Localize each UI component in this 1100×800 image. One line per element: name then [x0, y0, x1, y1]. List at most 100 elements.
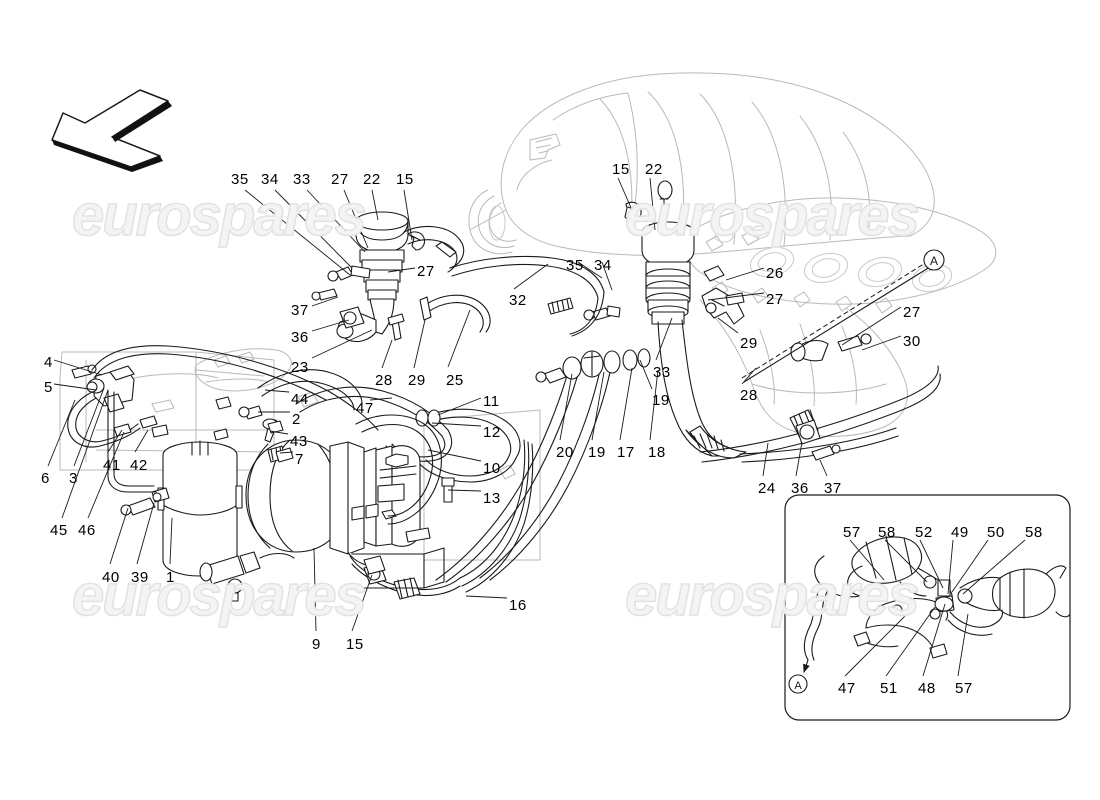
leader-line-32 — [513, 263, 549, 290]
callout-number-35: 35 — [231, 171, 249, 188]
leader-line-47 — [844, 607, 914, 677]
leader-line-16 — [465, 595, 508, 599]
callout-number-10: 10 — [483, 460, 501, 477]
leader-line-40 — [109, 507, 129, 565]
callout-number-26: 26 — [766, 265, 784, 282]
leader-line-44 — [264, 389, 290, 393]
callout-number-40: 40 — [102, 569, 120, 586]
leader-line-28 — [741, 367, 757, 385]
leader-line-29 — [413, 319, 426, 369]
callout-number-19: 19 — [588, 444, 606, 461]
callout-number-39: 39 — [131, 569, 149, 586]
leader-line-27 — [387, 267, 416, 273]
callout-number-37: 37 — [291, 302, 309, 319]
callout-number-48: 48 — [918, 680, 936, 697]
callout-number-36: 36 — [291, 329, 309, 346]
callout-number-30: 30 — [903, 333, 921, 350]
leader-line-43 — [269, 430, 289, 435]
leader-line-15 — [403, 189, 413, 241]
callout-number-57: 57 — [955, 680, 973, 697]
leader-line-15 — [617, 177, 633, 211]
leader-line-29 — [717, 317, 739, 334]
callout-number-57: 57 — [843, 524, 861, 541]
leader-line-35 — [244, 189, 351, 276]
callout-number-23: 23 — [291, 359, 309, 376]
air-inlet-bellows-left — [311, 211, 465, 343]
callout-number-7: 7 — [295, 451, 304, 468]
leader-line-1 — [169, 517, 173, 565]
callout-number-27: 27 — [903, 304, 921, 321]
callout-number-33: 33 — [653, 364, 671, 381]
leader-line-17 — [619, 367, 633, 441]
leader-line-23 — [311, 329, 373, 359]
leader-line-30 — [861, 335, 902, 351]
upper-breather-hoses — [295, 255, 605, 483]
svg-text:A: A — [794, 680, 802, 692]
leader-line-12 — [431, 422, 482, 427]
callout-number-34: 34 — [261, 171, 279, 188]
callout-number-50: 50 — [987, 524, 1005, 541]
leader-line-47 — [369, 397, 393, 401]
callout-number-25: 25 — [446, 372, 464, 389]
callout-number-49: 49 — [951, 524, 969, 541]
callout-number-19: 19 — [652, 392, 670, 409]
callout-number-15: 15 — [396, 171, 414, 188]
leader-line-6 — [47, 399, 76, 467]
leader-line-22 — [649, 177, 656, 231]
callout-number-46: 46 — [78, 522, 96, 539]
leader-line-24 — [762, 442, 769, 477]
leader-line-35 — [577, 261, 603, 279]
callout-number-17: 17 — [617, 444, 635, 461]
leader-line-57 — [849, 539, 885, 581]
callout-number-3: 3 — [69, 470, 78, 487]
view-direction-arrow — [51, 89, 172, 172]
right-air-pipe: A — [699, 249, 945, 463]
callout-number-15: 15 — [612, 161, 630, 178]
callout-number-27: 27 — [331, 171, 349, 188]
leader-line-37 — [311, 296, 339, 307]
leader-line-27 — [343, 189, 369, 249]
leader-line-37 — [819, 459, 828, 477]
leader-line-33 — [655, 317, 673, 361]
air-reservoir-tank — [120, 440, 243, 577]
leader-line-27 — [841, 306, 902, 346]
leader-line-5 — [53, 383, 97, 391]
callout-number-47: 47 — [356, 400, 374, 417]
leader-line-4 — [53, 359, 103, 376]
callout-number-44: 44 — [291, 391, 309, 408]
callout-number-34: 34 — [594, 257, 612, 274]
leader-line-42 — [134, 429, 149, 453]
leader-line-27 — [707, 292, 765, 301]
callout-number-4: 4 — [44, 354, 53, 371]
leader-line-51 — [885, 606, 936, 677]
air-control-valve-assembly — [67, 345, 386, 602]
callout-number-22: 22 — [363, 171, 381, 188]
leader-line-20 — [559, 373, 573, 441]
callout-number-22: 22 — [645, 161, 663, 178]
callout-number-9: 9 — [312, 636, 321, 653]
leader-line-19 — [591, 371, 605, 441]
callout-number-1: 1 — [166, 569, 175, 586]
callout-leader-lines — [47, 177, 1026, 677]
leader-line-50 — [951, 539, 989, 593]
leader-line-58 — [962, 539, 1026, 595]
callout-number-58: 58 — [878, 524, 896, 541]
leader-line-22 — [371, 189, 379, 221]
callout-number-41: 41 — [103, 457, 121, 474]
cylinder-head-outline — [685, 197, 997, 437]
callout-number-52: 52 — [915, 524, 933, 541]
callout-number-28: 28 — [375, 372, 393, 389]
callout-number-27: 27 — [766, 291, 784, 308]
leader-line-58 — [884, 539, 928, 583]
leader-line-36 — [795, 441, 803, 477]
air-pipe-bundle — [435, 348, 651, 583]
callout-number-28: 28 — [740, 387, 758, 404]
leader-line-48 — [922, 603, 946, 677]
callout-number-43: 43 — [290, 433, 308, 450]
callout-number-33: 33 — [293, 171, 311, 188]
callout-number-47: 47 — [838, 680, 856, 697]
callout-number-11: 11 — [483, 393, 500, 410]
leader-line-11 — [437, 397, 482, 416]
